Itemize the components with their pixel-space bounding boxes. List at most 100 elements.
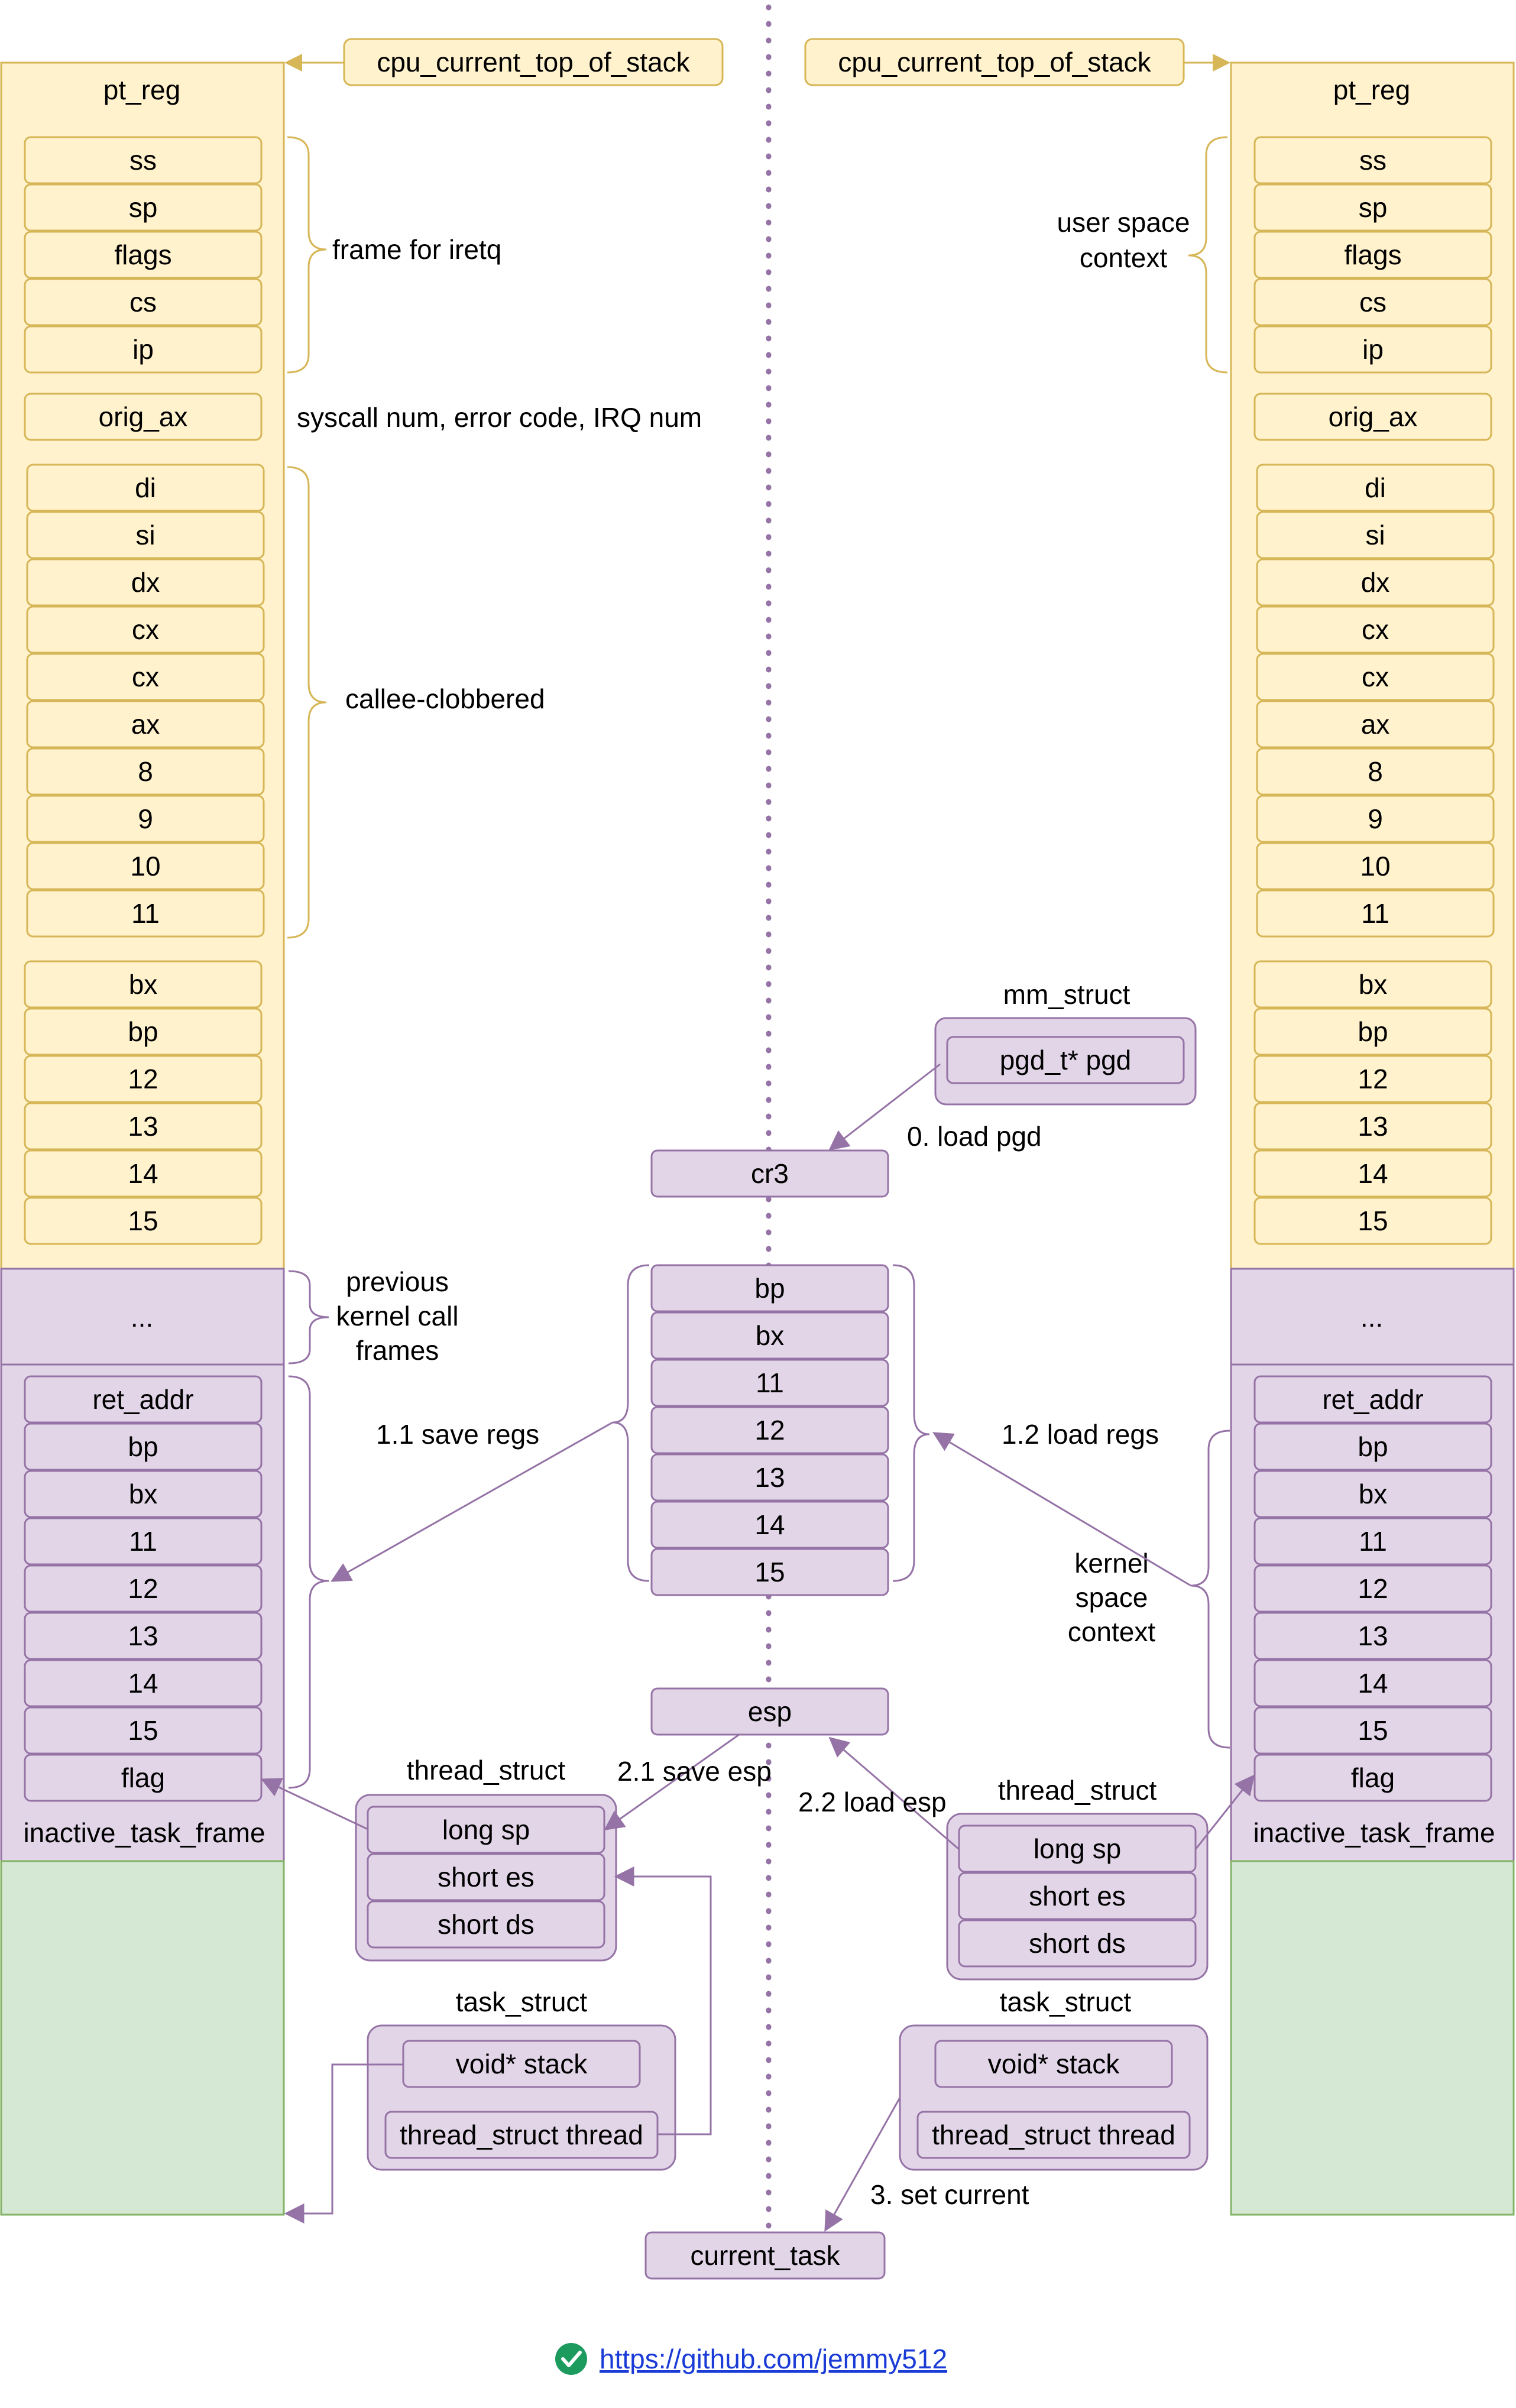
left-clobbered-reg-6-label: 8 xyxy=(138,756,153,787)
right-thread-field-1 xyxy=(958,1872,1197,1920)
left-clobbered-reg-3-label: cx xyxy=(132,614,159,645)
left-inactive-reg-6 xyxy=(24,1659,263,1707)
left-thread-link-arrow xyxy=(614,1866,712,2135)
left-inactive-reg-0 xyxy=(24,1375,263,1424)
left-saved-reg-0-label: bx xyxy=(129,969,158,1000)
right-sp-to-flag-arrow xyxy=(1194,1774,1255,1850)
cpu-regs-left-brace xyxy=(612,1264,650,1582)
right-saved-reg-5-label: 15 xyxy=(1358,1205,1388,1236)
left-saved-reg-1 xyxy=(24,1007,263,1056)
left-stack-pointer-arrow xyxy=(284,2063,403,2224)
left-top-of-stack-label: cpu_current_top_of_stack xyxy=(377,47,690,77)
current-task-box xyxy=(644,2231,886,2280)
previous-frames-line3: frames xyxy=(356,1335,439,1366)
left-stack-field-label: void* stack xyxy=(456,2049,588,2079)
frame-for-iretq-brace xyxy=(287,136,327,374)
left-inactive-brace xyxy=(288,1375,329,1789)
save-esp-arrow xyxy=(604,1733,740,1830)
right-inactive-reg-1 xyxy=(1253,1422,1492,1471)
left-saved-reg-4-label: 14 xyxy=(128,1158,158,1189)
right-clobbered-reg-9 xyxy=(1256,889,1495,938)
left-iret-reg-1-label: sp xyxy=(129,192,158,223)
kernel-space-context-line2: space xyxy=(1076,1582,1148,1613)
frame-for-iretq-label: frame for iretq xyxy=(332,234,501,265)
left-iret-reg-4-label: ip xyxy=(132,334,154,365)
right-task-struct-title: task_struct xyxy=(1000,1986,1132,2017)
right-saved-reg-3-label: 13 xyxy=(1358,1111,1388,1142)
cpu-reg-2 xyxy=(650,1359,889,1407)
github-link[interactable]: https://github.com/jemmy512 xyxy=(600,2344,947,2374)
pgd-field xyxy=(946,1036,1185,1084)
left-saved-reg-2 xyxy=(24,1055,263,1103)
right-thread-field-1-label: short es xyxy=(1029,1881,1126,1911)
left-clobbered-reg-6 xyxy=(26,747,265,796)
left-clobbered-reg-1-label: si xyxy=(135,520,155,550)
right-stack-field xyxy=(934,2040,1173,2088)
pgd-field-label: pgd_t* pgd xyxy=(1000,1045,1132,1075)
left-thread-field-2 xyxy=(367,1900,605,1949)
cpu-reg-0-label: bp xyxy=(754,1273,785,1304)
right-saved-reg-2 xyxy=(1253,1055,1492,1103)
left-clobbered-reg-1 xyxy=(26,511,265,559)
syscall-num-label: syscall num, error code, IRQ num xyxy=(297,402,702,433)
right-saved-reg-5 xyxy=(1253,1197,1492,1245)
kernel-space-context-line3: context xyxy=(1068,1616,1156,1647)
left-saved-reg-2-label: 12 xyxy=(128,1064,158,1094)
right-inactive-reg-4 xyxy=(1253,1564,1492,1613)
left-clobbered-reg-5-label: ax xyxy=(131,709,160,740)
left-iret-reg-0 xyxy=(24,136,263,184)
right-inactive-reg-7-label: 15 xyxy=(1358,1715,1388,1746)
left-inactive-reg-7-label: 15 xyxy=(128,1715,158,1746)
right-clobbered-reg-2-label: dx xyxy=(1361,567,1390,598)
left-clobbered-reg-4 xyxy=(26,653,265,701)
left-prev-frames-dots: ... xyxy=(131,1302,153,1333)
right-thread-struct-title: thread_struct xyxy=(998,1775,1157,1806)
right-clobbered-reg-4 xyxy=(1256,653,1495,701)
esp-register xyxy=(650,1687,889,1736)
cpu-reg-6-label: 15 xyxy=(754,1557,785,1587)
left-thread-field-2-label: short ds xyxy=(438,1909,535,1940)
left-inactive-reg-5 xyxy=(24,1612,263,1660)
left-iret-reg-2-label: flags xyxy=(114,239,171,270)
left-inactive-reg-6-label: 14 xyxy=(128,1668,158,1699)
user-space-context-brace xyxy=(1188,136,1228,374)
load-esp-label: 2.2 load esp xyxy=(798,1787,947,1817)
load-pgd-arrow xyxy=(828,1063,941,1151)
left-inactive-reg-8-label: flag xyxy=(121,1762,165,1793)
callee-clobbered-label: callee-clobbered xyxy=(345,683,545,714)
right-iret-reg-1 xyxy=(1253,183,1492,232)
save-regs-label: 1.1 save regs xyxy=(376,1419,539,1450)
left-clobbered-reg-7 xyxy=(26,795,265,843)
right-prev-frames xyxy=(1230,1268,1515,1366)
right-clobbered-reg-7 xyxy=(1256,795,1495,843)
previous-frames-line1: previous xyxy=(346,1266,449,1297)
right-inactive-reg-6 xyxy=(1253,1659,1492,1707)
cpu-reg-6 xyxy=(650,1548,889,1596)
set-current-label: 3. set current xyxy=(870,2179,1029,2210)
right-thread-field-label: thread_struct thread xyxy=(932,2119,1175,2150)
cpu-reg-1 xyxy=(650,1311,889,1360)
right-clobbered-reg-3-label: cx xyxy=(1362,614,1389,645)
right-iret-reg-4 xyxy=(1253,325,1492,374)
left-clobbered-reg-8 xyxy=(26,842,265,890)
left-inactive-reg-2 xyxy=(24,1470,263,1518)
left-clobbered-reg-4-label: cx xyxy=(132,662,159,692)
right-inactive-reg-8-label: flag xyxy=(1351,1762,1395,1793)
right-clobbered-reg-1-label: si xyxy=(1365,520,1385,550)
left-clobbered-reg-7-label: 9 xyxy=(138,803,153,834)
left-saved-reg-0 xyxy=(24,960,263,1009)
right-inactive-reg-5-label: 13 xyxy=(1358,1621,1388,1651)
left-iret-reg-0-label: ss xyxy=(129,145,157,176)
esp-label: esp xyxy=(748,1696,792,1727)
cpu-reg-4-label: 13 xyxy=(754,1462,785,1493)
left-inactive-reg-1-label: bp xyxy=(128,1431,158,1462)
left-inactive-reg-8 xyxy=(24,1754,263,1802)
left-iret-reg-1 xyxy=(24,183,263,232)
right-inactive-reg-2-label: bx xyxy=(1359,1479,1388,1509)
left-thread-field-1 xyxy=(367,1853,605,1901)
right-inactive-reg-6-label: 14 xyxy=(1358,1668,1388,1699)
left-clobbered-reg-9 xyxy=(26,889,265,938)
left-clobbered-reg-2 xyxy=(26,558,265,607)
left-clobbered-reg-5 xyxy=(26,700,265,748)
